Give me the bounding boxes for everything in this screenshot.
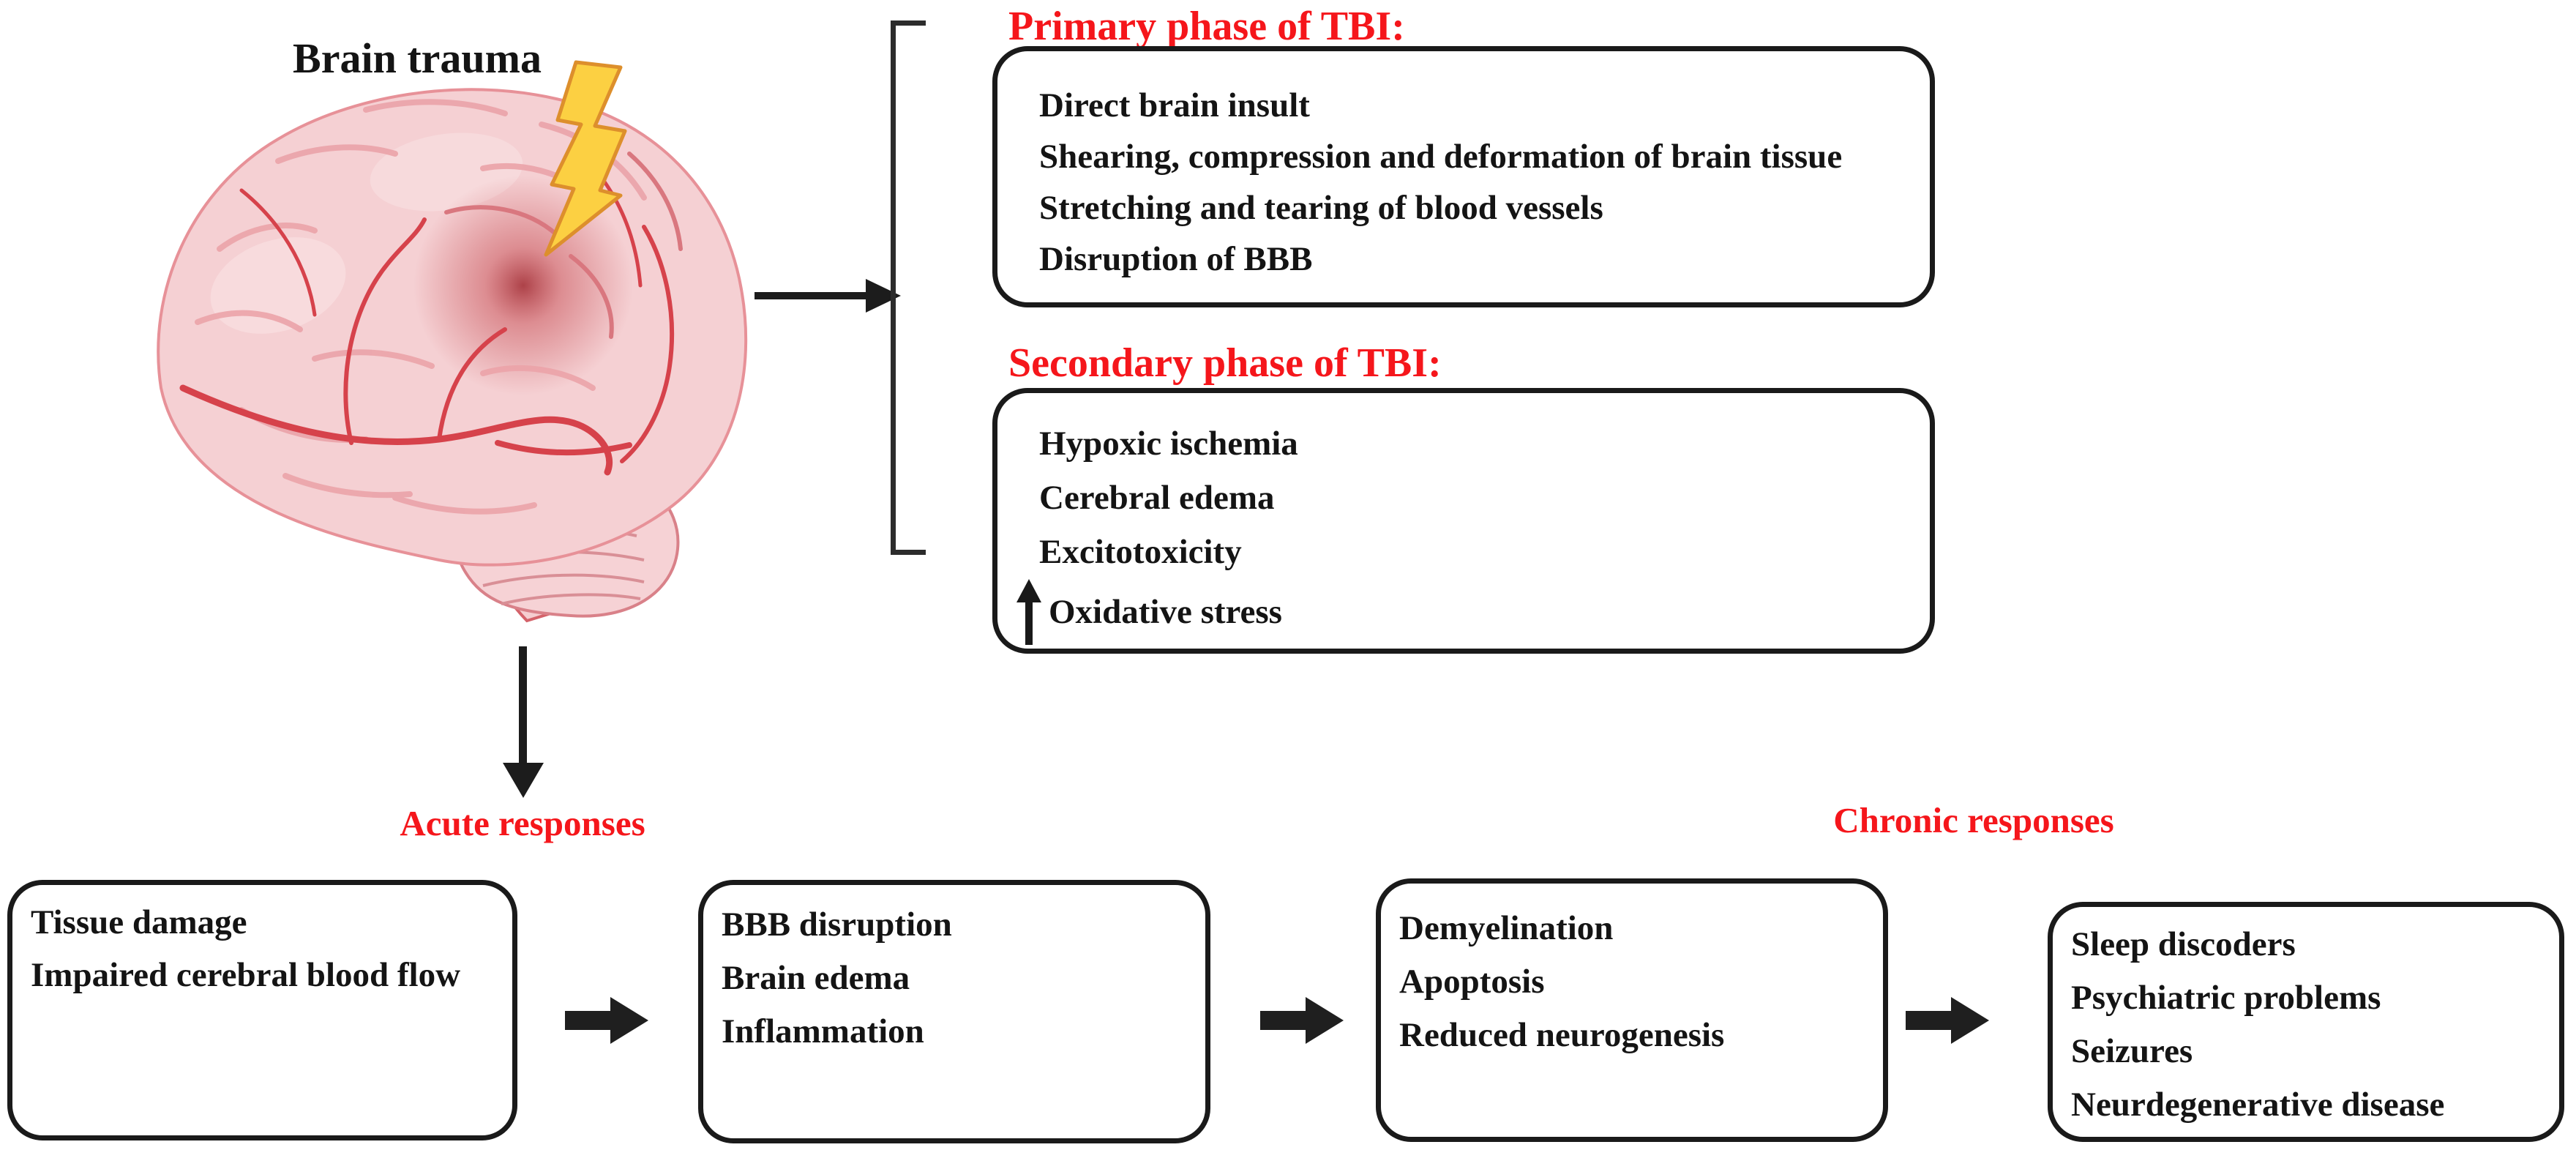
increase-up-arrow-icon: [1016, 579, 1041, 645]
flow-box-list: Sleep discoders Psychiatric problems Sei…: [2053, 907, 2559, 1132]
list-item: Seizures: [2071, 1032, 2193, 1070]
list-item-label: Oxidative stress: [1049, 593, 1282, 631]
list-item: Apoptosis: [1399, 963, 1545, 1001]
brain-illustration: [157, 60, 748, 623]
list-item: Impaired cerebral blood flow: [31, 956, 461, 994]
right-arrow-brain-to-phases: [755, 292, 867, 299]
flow-arrow-2-shaft: [1260, 1011, 1306, 1030]
flow-box-list: Tissue damage Impaired cerebral blood fl…: [12, 885, 512, 1001]
primary-phase-box: Direct brain insult Shearing, compressio…: [992, 46, 1935, 307]
flow-box-demyelination: Demyelination Apoptosis Reduced neurogen…: [1376, 878, 1888, 1142]
list-item: Shearing, compression and deformation of…: [1039, 138, 1843, 176]
flow-arrow-3-head: [1951, 997, 1989, 1044]
down-arrow-brain-to-acute: [519, 646, 527, 765]
cerebrum: [157, 88, 748, 567]
acute-responses-heading: Acute responses: [400, 803, 645, 843]
primary-phase-list: Direct brain insult Shearing, compressio…: [997, 51, 1930, 285]
flow-arrow-1-shaft: [565, 1011, 610, 1030]
flow-box-list: Demyelination Apoptosis Reduced neurogen…: [1381, 884, 1883, 1062]
flow-box-chronic-outcomes: Sleep discoders Psychiatric problems Sei…: [2048, 902, 2564, 1142]
list-item: Brain edema: [722, 959, 910, 997]
lightning-bolt-icon: [544, 60, 627, 257]
list-item: BBB disruption: [722, 906, 952, 944]
secondary-phase-box: Hypoxic ischemia Cerebral edema Excitoto…: [992, 388, 1935, 654]
primary-phase-heading: Primary phase of TBI:: [1008, 4, 1405, 49]
list-item: Psychiatric problems: [2071, 979, 2381, 1017]
flow-arrow-3-shaft: [1906, 1011, 1951, 1030]
list-item: Disruption of BBB: [1039, 240, 1313, 278]
flow-arrow-1-head: [610, 997, 648, 1044]
flow-box-bbb-disruption: BBB disruption Brain edema Inflammation: [698, 880, 1210, 1143]
list-item: Inflammation: [722, 1012, 924, 1050]
flow-box-list: BBB disruption Brain edema Inflammation: [703, 885, 1205, 1058]
list-item: Demyelination: [1399, 909, 1614, 947]
chronic-responses-heading: Chronic responses: [1833, 800, 2114, 840]
list-item: Reduced neurogenesis: [1399, 1016, 1725, 1054]
list-item: Excitotoxicity: [1039, 533, 1242, 571]
list-item: Tissue damage: [31, 903, 247, 941]
secondary-phase-list: Hypoxic ischemia Cerebral edema Excitoto…: [997, 393, 1930, 645]
list-item: Neurdegenerative disease: [2071, 1086, 2445, 1124]
bracket-bottom-tick: [891, 550, 926, 555]
list-item: Hypoxic ischemia: [1039, 425, 1298, 463]
bracket-vertical-line: [891, 20, 896, 555]
bracket-top-tick: [891, 20, 926, 26]
brain-trauma-label: Brain trauma: [293, 34, 542, 82]
down-arrow-head: [503, 763, 544, 798]
list-item: Sleep discoders: [2071, 925, 2296, 963]
list-item-oxidative-stress: Oxidative stress: [1014, 579, 1930, 645]
secondary-phase-heading: Secondary phase of TBI:: [1008, 340, 1442, 386]
flow-arrow-2-head: [1306, 997, 1344, 1044]
list-item: Direct brain insult: [1039, 86, 1310, 124]
list-item: Stretching and tearing of blood vessels: [1039, 189, 1603, 227]
flow-box-tissue-damage: Tissue damage Impaired cerebral blood fl…: [7, 880, 517, 1140]
list-item: Cerebral edema: [1039, 479, 1275, 517]
